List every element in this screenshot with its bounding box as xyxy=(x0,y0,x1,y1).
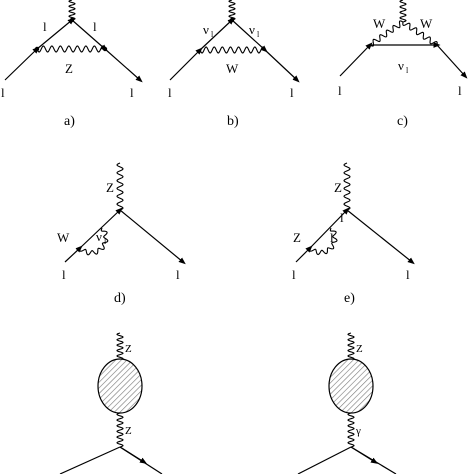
diagram-g: Z γ xyxy=(297,332,397,474)
z-top-wave xyxy=(347,332,355,361)
fermion-line xyxy=(79,207,123,249)
label-inner-right: ν xyxy=(249,22,255,37)
label-internal: ν xyxy=(398,58,404,73)
z-top-wave xyxy=(116,332,124,361)
label-fermion-right: l xyxy=(406,267,410,282)
fermion-line xyxy=(231,19,268,53)
z-external-wave xyxy=(343,162,351,211)
vertex-dot xyxy=(229,17,235,23)
label-fermion-left: l xyxy=(292,267,296,282)
fermion-line xyxy=(64,245,83,263)
label-fermion-right: l xyxy=(130,85,134,100)
label-inner-fermion: ν xyxy=(96,229,102,244)
z-bottom-wave xyxy=(116,412,124,448)
caption-c: c) xyxy=(397,114,408,129)
fermion-line xyxy=(59,446,121,474)
diagram-f: Z Z xyxy=(59,332,163,474)
photon-bottom-wave xyxy=(347,412,355,448)
fermion-line xyxy=(169,47,203,81)
z-propagator-wave xyxy=(36,45,106,53)
label-boson-right: W xyxy=(420,16,433,31)
z-external-wave xyxy=(116,162,124,211)
label-inner-left-sub: l xyxy=(211,30,214,39)
diagram-c: l l W W ν l c) xyxy=(338,0,468,129)
label-inner-right: l xyxy=(93,19,97,34)
label-boson-left: W xyxy=(373,16,386,31)
fermion-arrow xyxy=(119,446,148,464)
label-fermion-left: l xyxy=(338,83,342,98)
caption-a: a) xyxy=(64,114,75,129)
w-propagator-wave xyxy=(402,21,438,46)
label-external-boson: Z xyxy=(334,180,342,195)
fermion-line xyxy=(36,17,75,50)
label-inner-fermion-sub: l xyxy=(104,237,107,246)
label-fermion-right: l xyxy=(290,85,294,100)
label-fermion-right: l xyxy=(176,267,180,282)
w-loop-wave xyxy=(79,227,109,256)
w-propagator-wave xyxy=(369,20,404,47)
fermion-arrow xyxy=(350,446,379,464)
label-internal-sub: l xyxy=(406,66,409,75)
z-loop-wave xyxy=(309,227,338,256)
label-inner-left: ν xyxy=(203,22,209,37)
diagram-a: l l l l Z a) xyxy=(1,0,143,129)
label-fermion-right: l xyxy=(458,83,462,98)
label-fermion-left: l xyxy=(168,85,172,100)
label-loop-boson: Z xyxy=(293,230,301,245)
vertex-dot xyxy=(69,17,75,23)
fermion-line xyxy=(71,19,108,52)
caption-b: b) xyxy=(227,114,239,129)
label-fermion-left: l xyxy=(1,85,5,100)
self-energy-blob xyxy=(328,358,374,414)
diagram-e: Z Z l l l l e) xyxy=(292,162,415,306)
caption-d: d) xyxy=(114,291,126,306)
fermion-line xyxy=(295,245,313,263)
label-boson: Z xyxy=(65,61,73,76)
label-external-boson: Z xyxy=(106,180,114,195)
label-boson: W xyxy=(226,61,239,76)
fermion-line xyxy=(346,209,415,265)
label-inner-left: l xyxy=(43,19,47,34)
fermion-line xyxy=(119,209,186,265)
fermion-line xyxy=(104,48,143,83)
label-inner-right-sub: l xyxy=(257,30,260,39)
external-photon-wave xyxy=(228,0,236,21)
external-photon-wave xyxy=(399,0,407,23)
vertex-dot xyxy=(102,46,108,52)
fermion-line xyxy=(309,207,350,249)
fermion-line xyxy=(436,44,468,79)
w-propagator-wave xyxy=(199,46,266,54)
fermion-line xyxy=(339,42,373,77)
fermion-line xyxy=(297,446,352,474)
fermion-line xyxy=(199,17,235,51)
label-top-boson: Z xyxy=(125,343,132,355)
external-photon-wave xyxy=(68,0,76,21)
label-inner-fermion-bottom: l xyxy=(330,230,334,245)
diagram-b: l l ν l ν l W b) xyxy=(168,0,300,129)
fermion-line xyxy=(264,49,300,83)
label-inner-fermion-top: l xyxy=(340,210,344,225)
diagram-d: Z W ν l l l d) xyxy=(57,162,186,306)
label-top-boson: Z xyxy=(356,343,363,355)
vertex-dot xyxy=(34,46,40,52)
caption-e: e) xyxy=(344,291,355,306)
label-bottom-boson: γ xyxy=(355,425,361,437)
label-bottom-boson: Z xyxy=(125,425,132,437)
label-loop-boson: W xyxy=(57,230,70,245)
fermion-line xyxy=(4,46,40,81)
self-energy-blob xyxy=(97,358,143,414)
label-fermion-left: l xyxy=(62,267,66,282)
